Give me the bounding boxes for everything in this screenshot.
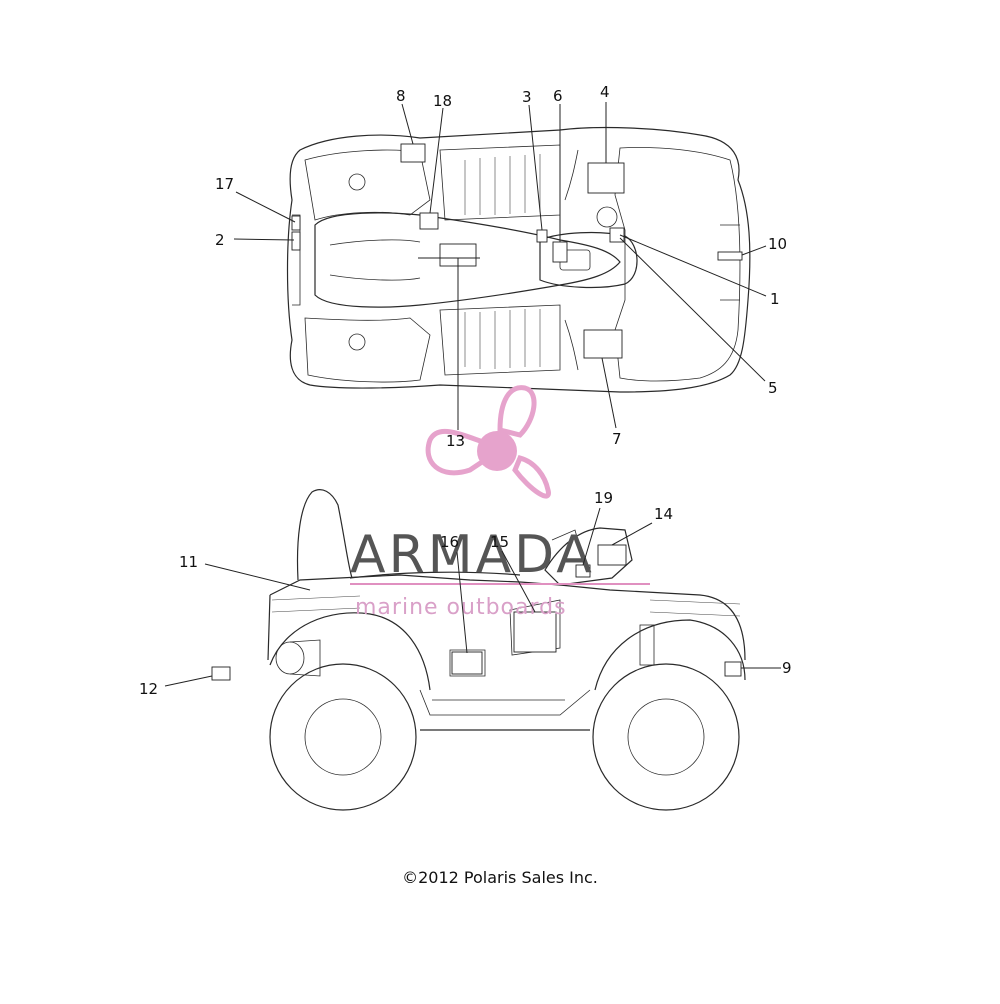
decal-7 (583, 329, 623, 359)
callout-7: 7 (612, 430, 622, 448)
armada-watermark: ARMADA marine outboards (350, 385, 650, 620)
callout-19: 19 (594, 489, 613, 507)
decal-8 (400, 143, 426, 163)
atv-top-view (286, 126, 751, 393)
decal-16 (451, 651, 483, 675)
callout-5: 5 (768, 379, 778, 397)
decal-10 (717, 251, 743, 261)
callout-16: 16 (440, 533, 459, 551)
decal-18 (419, 212, 439, 230)
decal-12 (211, 666, 231, 681)
propeller-icon (425, 385, 551, 499)
decal-3 (536, 229, 548, 243)
decal-6 (552, 241, 568, 263)
callout-8: 8 (396, 87, 406, 105)
decal-9 (724, 661, 742, 677)
atv-side-view (211, 489, 746, 811)
callout-10: 10 (768, 235, 787, 253)
callout-4: 4 (600, 83, 610, 101)
callout-6: 6 (553, 87, 563, 105)
callout-13: 13 (446, 432, 465, 450)
decal-4 (587, 162, 625, 194)
watermark-tagline: marine outboards (355, 595, 567, 620)
callout-1: 1 (770, 290, 780, 308)
callout-11: 11 (179, 553, 198, 571)
callout-14: 14 (654, 505, 673, 523)
watermark-brand: ARMADA (350, 525, 595, 585)
decal-17 (291, 215, 301, 231)
decal-2 (291, 231, 301, 251)
callout-9: 9 (782, 659, 792, 677)
callout-12: 12 (139, 680, 158, 698)
callout-15: 15 (490, 533, 509, 551)
decal-14 (597, 544, 627, 566)
callout-labels: 8 18 3 6 4 17 2 10 1 5 7 13 19 14 16 15 … (139, 83, 792, 698)
copyright-notice: ©2012 Polaris Sales Inc. (402, 868, 598, 887)
callout-18: 18 (433, 92, 452, 110)
decal-15 (513, 611, 557, 653)
callout-2: 2 (215, 231, 225, 249)
leader-lines (164, 102, 781, 687)
callout-17: 17 (215, 175, 234, 193)
callout-3: 3 (522, 88, 532, 106)
